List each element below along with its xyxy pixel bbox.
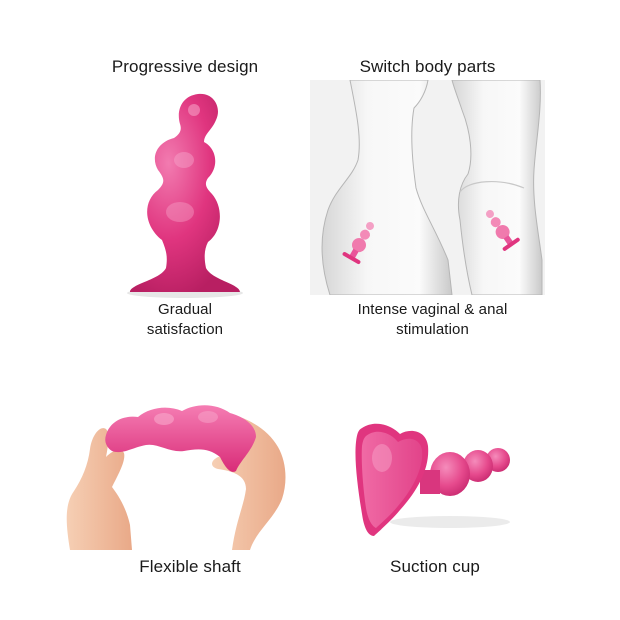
- caption-line: Gradual: [157, 301, 213, 318]
- panel-caption-progressive-design: Gradual satisfaction: [110, 300, 260, 340]
- panel-caption-suction-cup: Suction cup: [390, 557, 480, 576]
- panel-caption-switch-body-parts: Intense vaginal & anal stimulation: [330, 300, 535, 340]
- caption-line: Intense vaginal & anal: [357, 301, 508, 318]
- hands-bending-plug-icon: [60, 395, 320, 550]
- caption-line: satisfaction: [146, 321, 224, 338]
- body-silhouettes-with-plug-icon: [310, 80, 545, 295]
- panel-caption-flexible-shaft: Flexible shaft: [139, 557, 241, 576]
- beaded-plug-standing-icon: [120, 90, 260, 300]
- panel-title-progressive-design: Progressive design: [111, 57, 259, 76]
- heart-suction-cup-plug-icon: [330, 410, 530, 545]
- panel-title-switch-body-parts: Switch body parts: [359, 57, 496, 76]
- caption-line: stimulation: [396, 321, 469, 338]
